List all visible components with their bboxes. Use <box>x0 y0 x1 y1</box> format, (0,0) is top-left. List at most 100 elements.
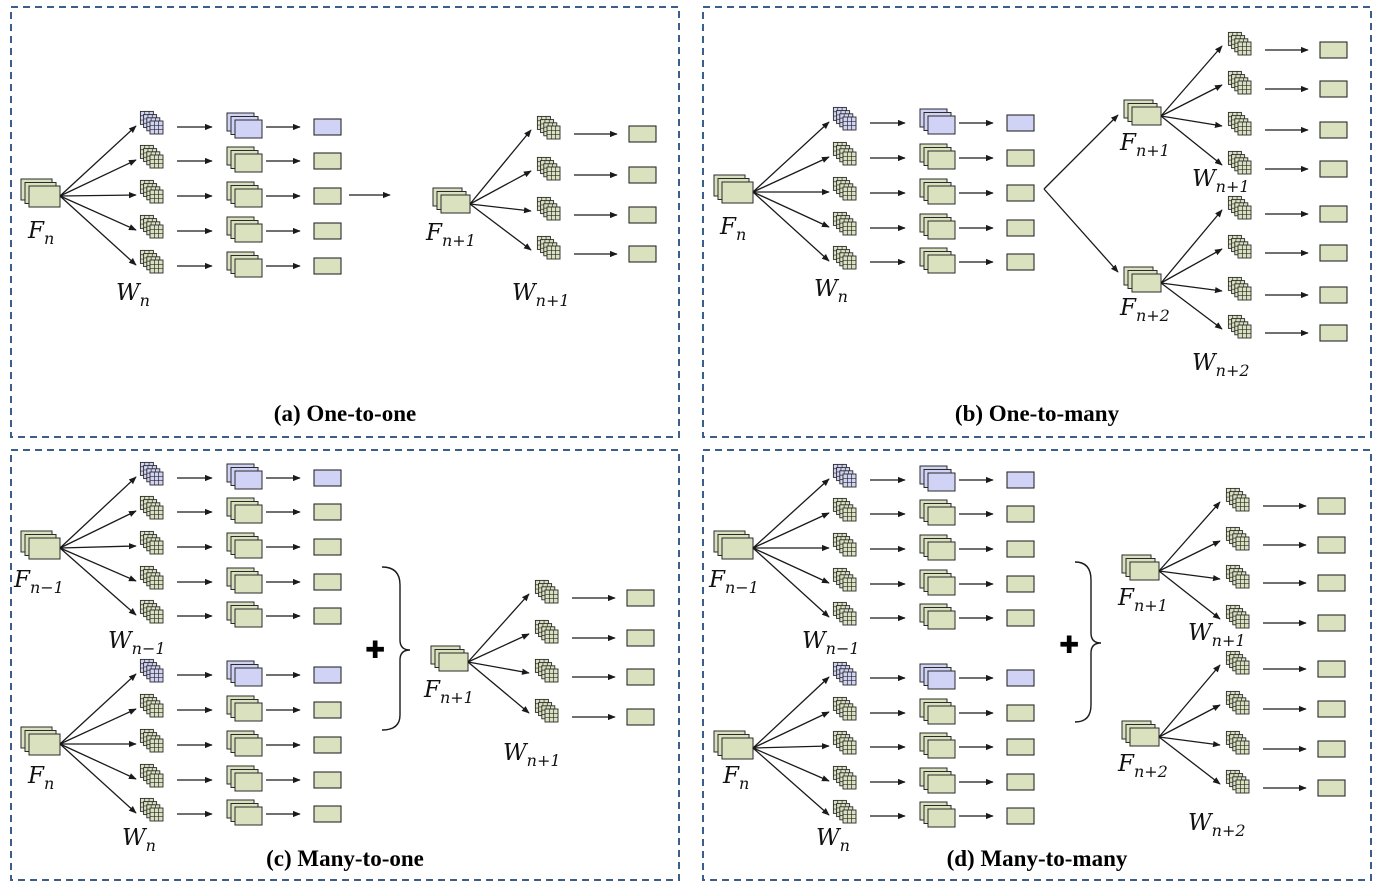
panel-b-next1-box-1 <box>1319 80 1348 98</box>
panel-d-next1-box-0 <box>1317 497 1346 515</box>
panel-b-next1-filter-3 <box>1227 150 1252 175</box>
panel-d-top-feature-0 <box>919 465 956 492</box>
panel-b-fan-line-4 <box>752 191 830 262</box>
panel-c-top-fan-line-4 <box>59 547 137 616</box>
panel-b-frame <box>702 6 1372 438</box>
panel-a-frame <box>10 6 680 438</box>
panel-c-next-feature-stack <box>430 645 469 672</box>
panel-a-fan-line-0 <box>59 125 137 197</box>
panel-d-next2-fan-line-1 <box>1158 704 1221 738</box>
panel-c-output-f-label: Fn+1 <box>423 677 474 707</box>
panel-d-next1-fan-line-0 <box>1158 501 1221 572</box>
panel-d-next2-box-0 <box>1317 660 1346 678</box>
panel-b-next1-filter-0 <box>1227 31 1252 56</box>
panel-a-input-f-label: Fn <box>27 218 54 248</box>
panel-a-filter-0 <box>139 110 164 135</box>
panel-d-top-output-box-0 <box>1006 471 1035 489</box>
panel-b-fan-line-0 <box>752 121 830 193</box>
panel-d-bottom-filter-1 <box>832 696 857 721</box>
panel-d-output1-f-label: Fn+1 <box>1117 585 1168 615</box>
panel-c-top-feature-4 <box>226 601 263 628</box>
panel-a-next-box-0 <box>628 125 657 143</box>
panel-c-input2-f-label: Fn <box>27 763 54 793</box>
panel-c-caption: (c) Many-to-one <box>266 846 424 871</box>
panel-d-next1-filter-0 <box>1225 487 1250 512</box>
panel-a-next-filter-3 <box>536 235 561 260</box>
panel-b-feature-3 <box>919 213 956 240</box>
panel-b-input-feature-stack <box>713 174 754 204</box>
panel-d-next1-box-1 <box>1317 536 1346 554</box>
panel-b-feature-4 <box>919 247 956 274</box>
panel-d-top-input-feature-stack <box>713 530 754 560</box>
panel-a-next-box-1 <box>628 166 657 184</box>
panel-d-top-feature-1 <box>919 499 956 526</box>
panel-c-top-fan-line-2 <box>59 543 137 550</box>
panel-d-input2-w-label: Wn <box>816 825 850 855</box>
panel-a-filter-2 <box>139 179 164 204</box>
panel-d-top-feature-3 <box>919 569 956 596</box>
panel-d-top-filter-2 <box>832 532 857 557</box>
panel-d-top-output-box-3 <box>1006 575 1035 593</box>
panel-d-bottom-feature-2 <box>919 732 956 759</box>
panel-b-next1-box-0 <box>1319 41 1348 59</box>
panel-d-bottom-fan-line-3 <box>752 747 830 782</box>
panel-d-top-filter-0 <box>832 463 857 488</box>
panel-a-fan-line-1 <box>59 159 137 197</box>
panel-a-output-f-label: Fn+1 <box>425 220 476 250</box>
panel-b-split-up <box>1043 114 1119 190</box>
panel-d-next1-box-3 <box>1317 614 1346 632</box>
panel-c-bottom-filter-4 <box>139 797 164 822</box>
panel-a-output-box-2 <box>313 187 342 205</box>
panel-a-next-fan-line-2 <box>469 203 532 214</box>
panel-b-next2-fan-line-1 <box>1160 248 1223 284</box>
panel-c-top-fan-line-0 <box>59 476 137 549</box>
panel-c-bottom-input-feature-stack <box>20 726 61 756</box>
panel-c-bottom-filter-0 <box>139 658 164 683</box>
panel-d-brace <box>1074 561 1102 723</box>
panel-c-next-fan-line-1 <box>467 633 530 663</box>
panel-d-bottom-feature-4 <box>919 801 956 828</box>
panel-c-next-filter-2 <box>534 658 559 683</box>
panel-b-output-box-2 <box>1006 184 1035 202</box>
panel-b-next2-filter-2 <box>1227 276 1252 301</box>
panel-c-bottom-feature-4 <box>226 799 263 826</box>
panel-b-feature-0 <box>919 108 956 135</box>
panel-a-output-box-0 <box>313 118 342 136</box>
panel-d-bottom-output-box-2 <box>1006 738 1035 756</box>
panel-b-next1-filter-2 <box>1227 111 1252 136</box>
panel-a-next-box-3 <box>628 245 657 263</box>
panel-a-output-box-4 <box>313 257 342 275</box>
panel-c-bottom-feature-3 <box>226 765 263 792</box>
panel-c-bottom-output-box-0 <box>313 666 342 684</box>
panel-d-top-output-box-2 <box>1006 540 1035 558</box>
panel-d-next1-filter-2 <box>1225 564 1250 589</box>
panel-b-next2-box-1 <box>1319 244 1348 262</box>
panel-d-bottom-fan-line-0 <box>752 676 830 749</box>
panel-b-next2-fan-line-2 <box>1160 282 1223 294</box>
panel-c-bottom-filter-3 <box>139 763 164 788</box>
panel-b-next1-fan-line-2 <box>1160 115 1223 128</box>
panel-a-feature-2 <box>226 181 263 208</box>
panel-d-bottom-output-box-3 <box>1006 773 1035 791</box>
panel-a-input-w-label: Wn <box>116 280 150 310</box>
panel-d-top-filter-3 <box>832 567 857 592</box>
panel-c-top-filter-4 <box>139 599 164 624</box>
panel-d-next1-filter-3 <box>1225 604 1250 629</box>
panel-a-next-fan-line-3 <box>469 203 532 251</box>
panel-c-top-filter-0 <box>139 461 164 486</box>
panel-b-filter-2 <box>832 176 857 201</box>
panel-b-next2-filter-3 <box>1227 314 1252 339</box>
panel-d-output1-w-label: Wn+1 <box>1188 620 1246 650</box>
panel-d-plus-icon: ✚ <box>1059 631 1079 659</box>
panel-d-bottom-filter-2 <box>832 730 857 755</box>
panel-b-next1-fan-line-1 <box>1160 84 1223 117</box>
panel-b-next1-feature-stack <box>1123 99 1162 126</box>
panel-a-output-box-1 <box>313 152 342 170</box>
panel-c-next-box-0 <box>626 589 655 607</box>
panel-b-next2-box-3 <box>1319 324 1348 342</box>
panel-c-top-feature-2 <box>226 532 263 559</box>
panel-a-output-w-label: Wn+1 <box>512 280 570 310</box>
panel-d-output2-f-label: Fn+2 <box>1117 751 1168 781</box>
panel-b-next2-filter-0 <box>1227 195 1252 220</box>
